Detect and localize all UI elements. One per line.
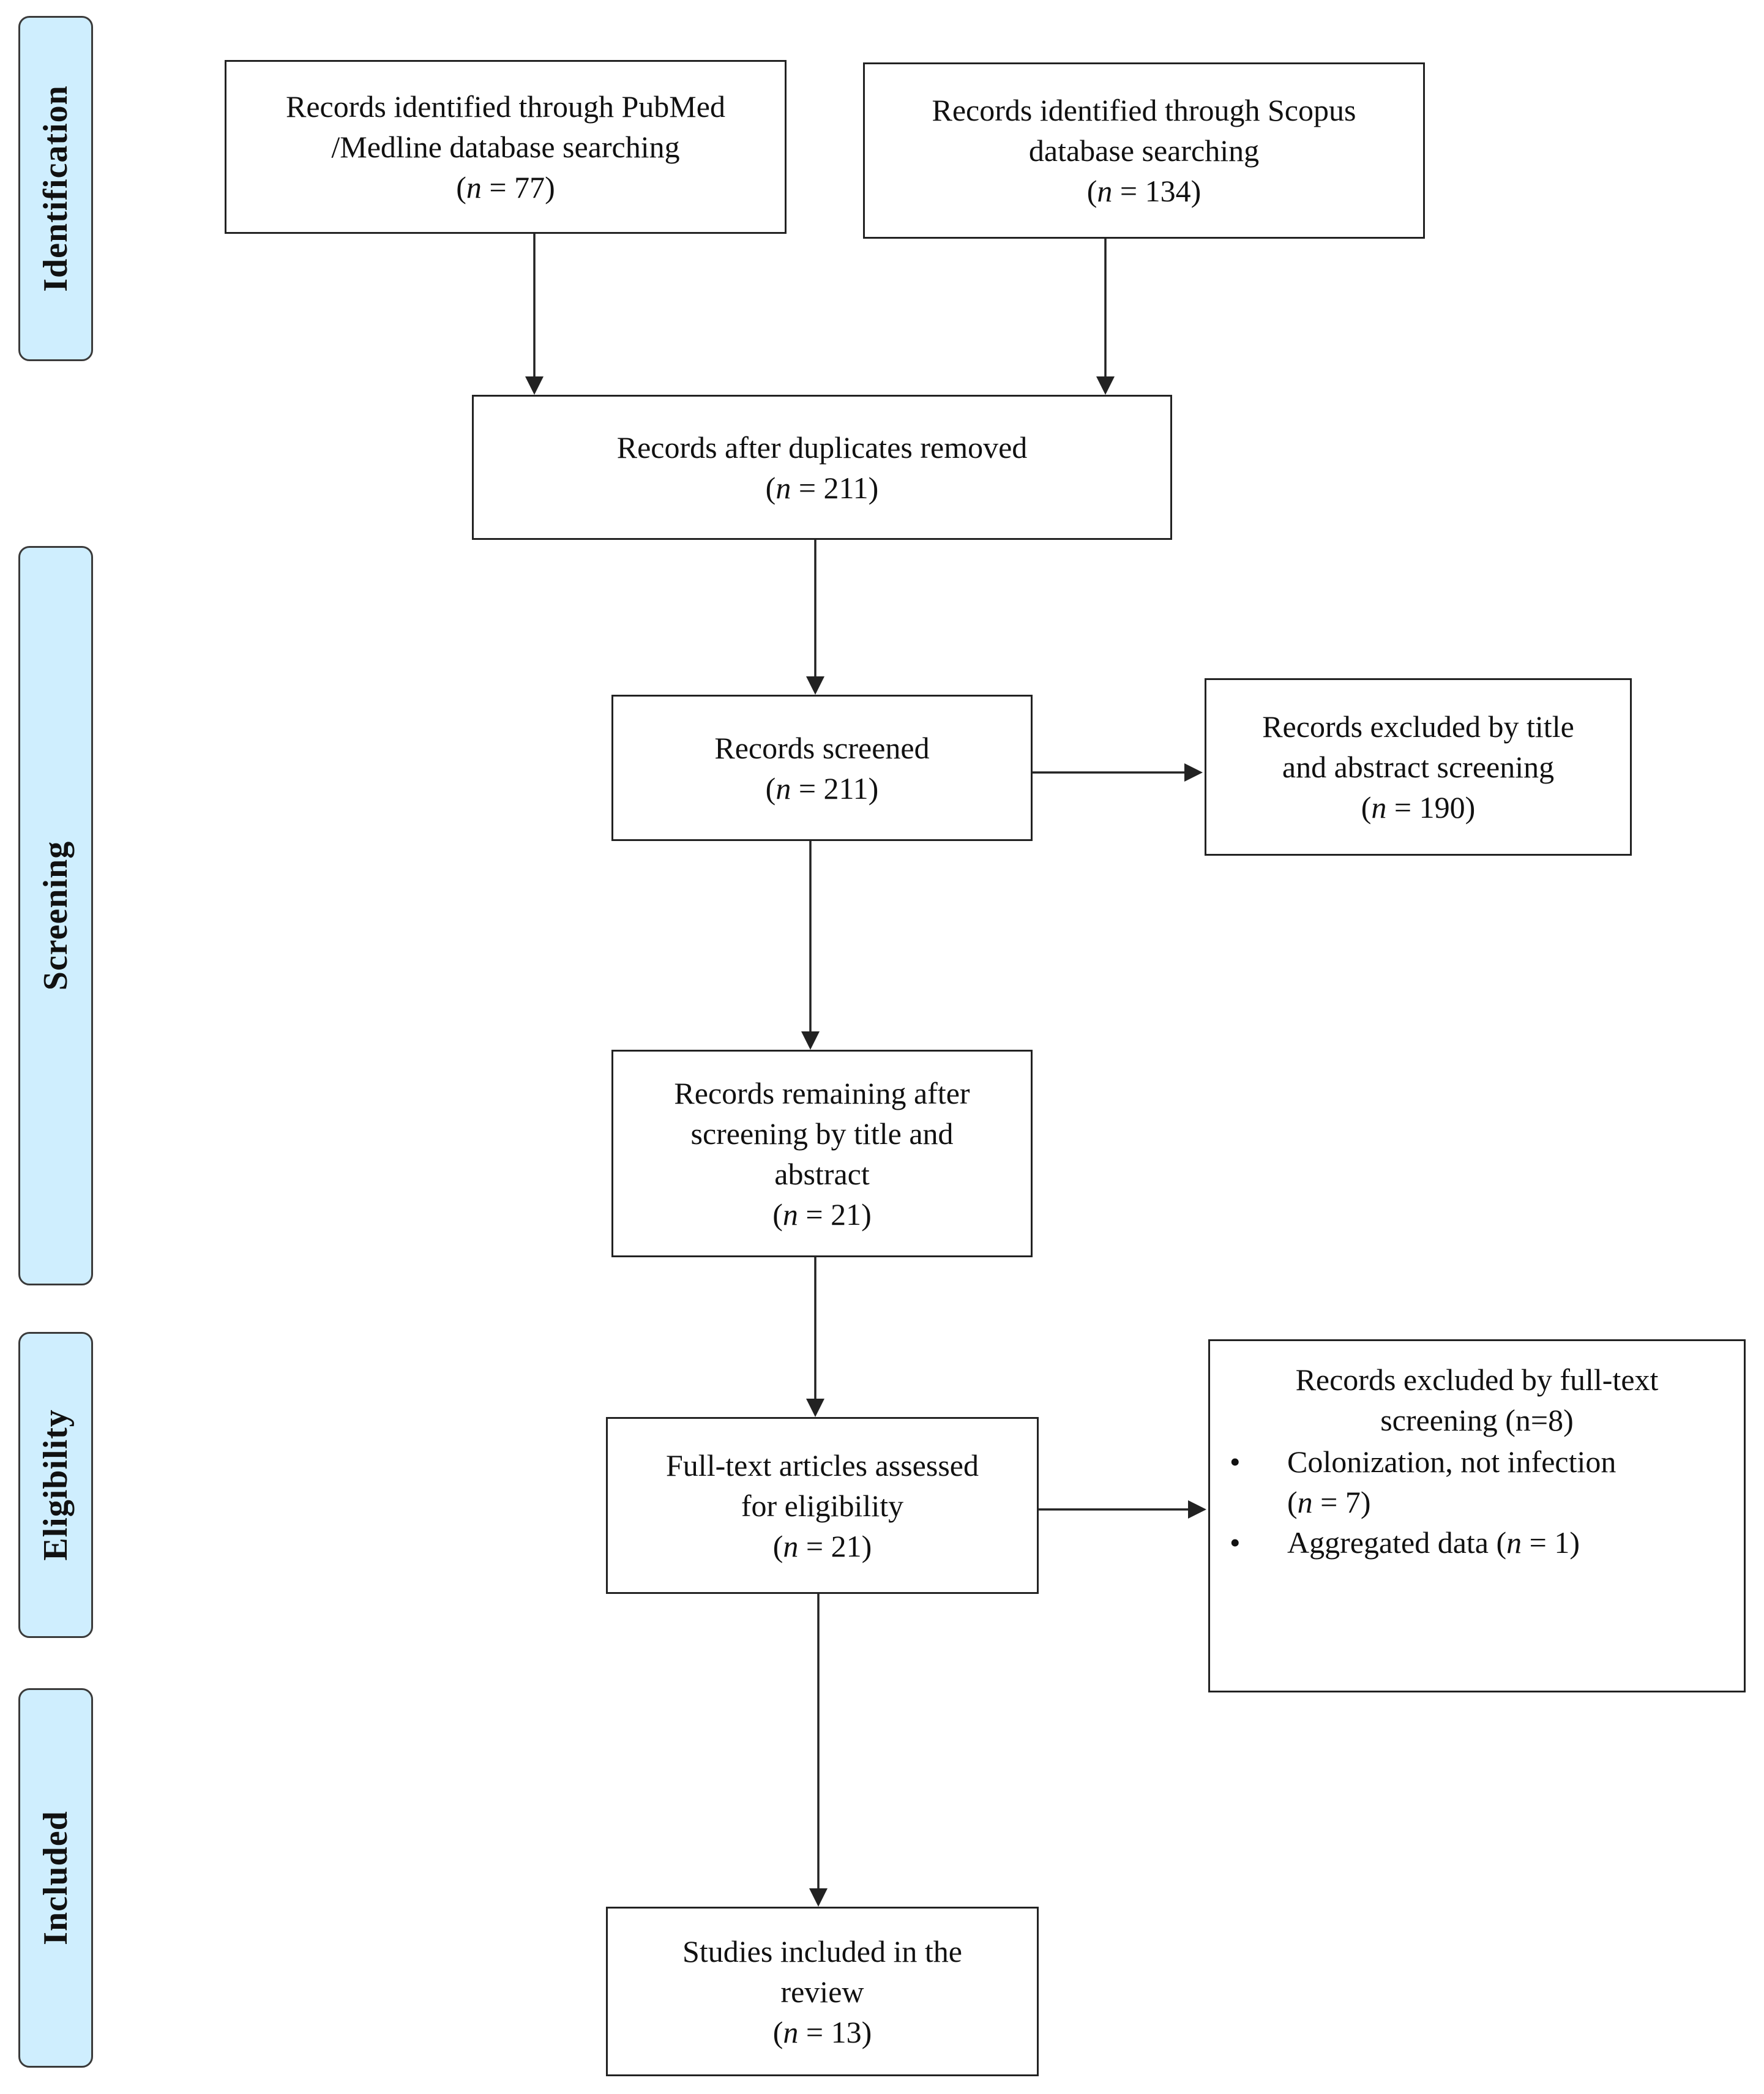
box-included-line-2: review	[780, 1974, 864, 2009]
box-scopus-records: Records identified through Scopus databa…	[863, 62, 1425, 239]
stage-screening: Screening	[18, 546, 93, 1285]
box-duplicates-line-1: Records after duplicates removed	[616, 430, 1028, 465]
exclusion-reason-aggregated: Aggregated data (n = 1)	[1210, 1522, 1744, 1563]
box-scopus-count: (n = 134)	[1086, 174, 1202, 208]
box-scopus-line-2: database searching	[1028, 133, 1260, 168]
exclusion-reason-colonization: Colonization, not infection(n = 7)	[1210, 1441, 1744, 1522]
stage-identification: Identification	[18, 16, 93, 361]
box-pubmed-line-2: /Medline database searching	[331, 130, 680, 164]
stage-eligibility: Eligibility	[18, 1332, 93, 1638]
box-included-count: (n = 13)	[772, 2014, 872, 2049]
box-excluded-fulltext-line-2: screening (n=8)	[1380, 1403, 1574, 1437]
box-screened-count: (n = 211)	[765, 771, 879, 806]
box-remaining-line-1: Records remaining after	[674, 1075, 970, 1110]
box-excluded-title-line-1: Records excluded by title	[1262, 709, 1574, 744]
box-records-screened: Records screened (n = 211)	[611, 695, 1033, 841]
box-scopus-line-1: Records identified through Scopus	[932, 93, 1356, 127]
box-excluded-title-line-2: and abstract screening	[1282, 750, 1555, 784]
box-excluded-fulltext-line-1: Records excluded by full-text	[1295, 1363, 1659, 1397]
box-duplicates-count: (n = 211)	[765, 470, 879, 505]
box-pubmed-count: (n = 77)	[456, 170, 555, 204]
stage-included: Included	[18, 1688, 93, 2068]
box-fulltext-line-1: Full-text articles assessed	[666, 1448, 979, 1483]
box-fulltext-line-2: for eligibility	[741, 1488, 904, 1523]
box-remaining-line-2: screening by title and	[690, 1116, 954, 1151]
box-included-line-1: Studies included in the	[682, 1934, 962, 1969]
box-screened-line-1: Records screened	[714, 730, 930, 765]
box-excluded-title-abstract: Records excluded by title and abstract s…	[1205, 678, 1632, 856]
box-studies-included: Studies included in the review (n = 13)	[606, 1907, 1039, 2076]
box-excluded-fulltext: Records excluded by full-text screening …	[1208, 1339, 1746, 1692]
box-remaining-count: (n = 21)	[772, 1197, 872, 1232]
box-fulltext-count: (n = 21)	[772, 1528, 872, 1563]
box-duplicates-removed: Records after duplicates removed (n = 21…	[472, 395, 1172, 540]
box-remaining-line-3: abstract	[774, 1156, 870, 1191]
box-records-remaining: Records remaining after screening by tit…	[611, 1050, 1033, 1257]
exclusion-reasons-list: Colonization, not infection(n = 7) Aggre…	[1210, 1441, 1744, 1563]
box-pubmed-records: Records identified through PubMed /Medli…	[225, 60, 787, 234]
box-pubmed-line-1: Records identified through PubMed	[286, 89, 725, 124]
box-excluded-title-count: (n = 190)	[1361, 790, 1476, 825]
box-fulltext-assessed: Full-text articles assessed for eligibil…	[606, 1417, 1039, 1594]
